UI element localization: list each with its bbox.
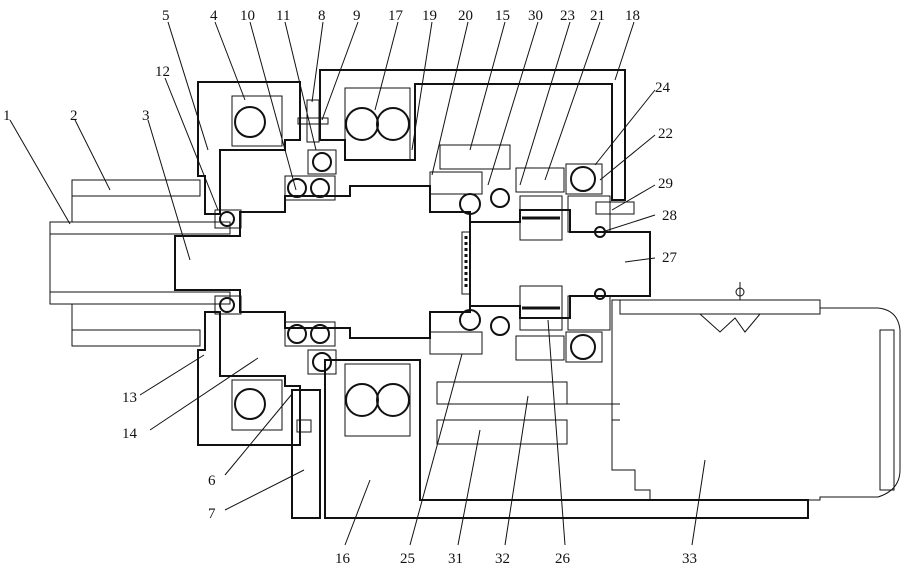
label-6: 6 (208, 473, 216, 489)
label-29: 29 (658, 176, 673, 192)
label-32: 32 (495, 551, 510, 567)
output-shaft (462, 210, 650, 318)
label-11: 11 (276, 8, 290, 24)
label-28: 28 (662, 208, 677, 224)
label-27: 27 (662, 250, 678, 266)
left-housing (198, 82, 300, 445)
label-7: 7 (208, 506, 216, 522)
label-8: 8 (318, 8, 326, 24)
part-labels: 1 2 3 5 4 12 10 11 8 9 17 19 20 15 30 23… (3, 8, 697, 567)
label-19: 19 (422, 8, 437, 24)
label-13: 13 (122, 390, 137, 406)
label-16: 16 (335, 551, 351, 567)
gear-sleeve (430, 145, 567, 444)
label-3: 3 (142, 108, 150, 124)
label-26: 26 (555, 551, 571, 567)
label-33: 33 (682, 551, 697, 567)
leader-lines (10, 22, 705, 545)
right-bearing-housing (516, 164, 634, 362)
outer-sleeve (72, 180, 200, 346)
label-12: 12 (155, 64, 170, 80)
small-bearings (215, 150, 336, 374)
label-24: 24 (655, 80, 671, 96)
label-20: 20 (458, 8, 473, 24)
plate-and-pin (292, 100, 328, 518)
label-2: 2 (70, 108, 78, 124)
label-1: 1 (3, 108, 11, 124)
label-9: 9 (353, 8, 361, 24)
label-10: 10 (240, 8, 255, 24)
label-30: 30 (528, 8, 543, 24)
label-21: 21 (590, 8, 605, 24)
label-15: 15 (495, 8, 510, 24)
label-18: 18 (625, 8, 640, 24)
label-5: 5 (162, 8, 170, 24)
label-17: 17 (388, 8, 404, 24)
label-4: 4 (210, 8, 218, 24)
label-31: 31 (448, 551, 463, 567)
label-25: 25 (400, 551, 415, 567)
label-22: 22 (658, 126, 673, 142)
label-23: 23 (560, 8, 575, 24)
input-tube (50, 222, 230, 304)
label-14: 14 (122, 426, 138, 442)
main-housing (320, 70, 808, 518)
motor (567, 282, 900, 500)
